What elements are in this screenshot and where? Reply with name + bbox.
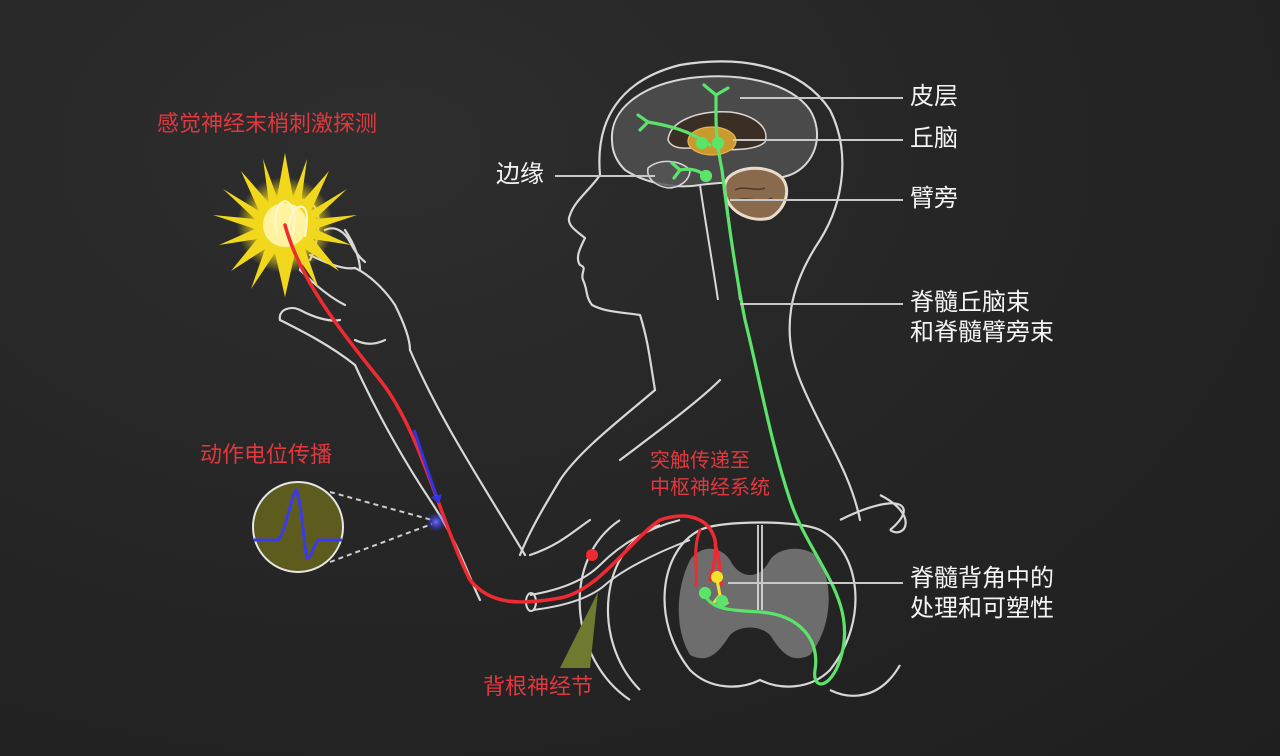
label-synaptic-transmission-line1: 突触传递至 — [650, 448, 750, 472]
label-dorsal-horn-line1: 脊髓背角中的 — [910, 564, 1054, 592]
label-parabrachial: 臂旁 — [910, 184, 958, 212]
label-spinal-tracts-line2: 和脊髓臂旁束 — [910, 318, 1054, 346]
label-thalamus: 丘脑 — [910, 124, 958, 152]
label-synaptic-transmission-line2: 中枢神经系统 — [650, 475, 770, 499]
thalamus-shape — [687, 126, 737, 156]
label-synaptic-transmission: 突触传递至 中枢神经系统 — [650, 447, 770, 501]
label-dorsal-horn-line2: 处理和可塑性 — [910, 594, 1054, 622]
sensory-nerve-path — [283, 223, 718, 604]
label-spinal-tracts-line1: 脊髓丘脑束 — [910, 288, 1030, 316]
label-limbic: 边缘 — [496, 160, 544, 188]
label-spinal-tracts: 脊髓丘脑束 和脊髓臂旁束 — [910, 287, 1054, 347]
ganglion-pointer — [560, 592, 598, 668]
label-action-potential: 动作电位传播 — [200, 443, 333, 468]
leader-lines — [555, 97, 903, 584]
waveform-icon — [252, 481, 433, 573]
label-stimulus-detection: 感觉神经末梢刺激探测 — [157, 112, 378, 137]
central-pathway — [636, 83, 847, 686]
label-cortex: 皮层 — [910, 82, 958, 110]
label-dorsal-root-ganglion: 背根神经节 — [483, 675, 594, 700]
label-dorsal-horn: 脊髓背角中的 处理和可塑性 — [910, 563, 1054, 623]
ganglion-cell-body — [586, 549, 598, 561]
spinal-cord — [578, 494, 907, 701]
arrow-down-icon — [412, 429, 442, 504]
cerebellum-shape — [722, 166, 789, 221]
